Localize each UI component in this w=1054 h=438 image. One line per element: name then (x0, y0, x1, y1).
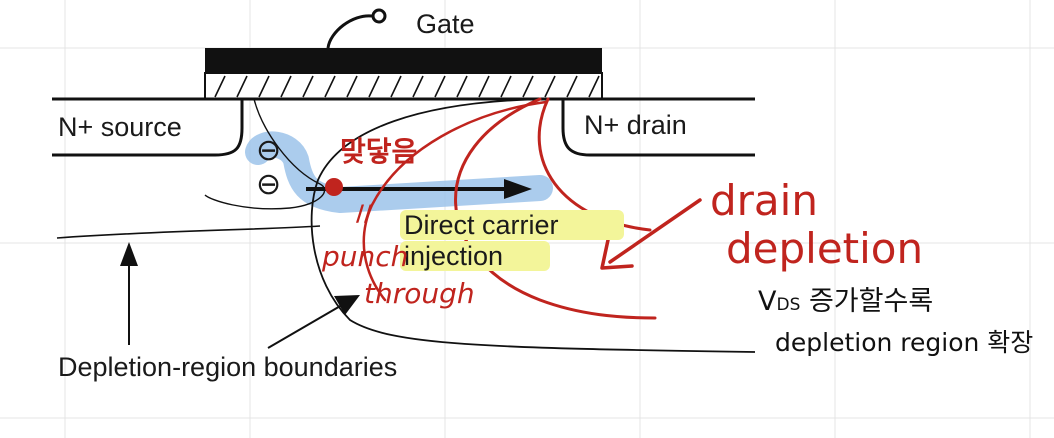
boundary-pointer-right (267, 304, 343, 349)
carrier-arrow-head (504, 179, 532, 199)
gate-wire (326, 14, 373, 49)
red-punchthrough-curve (362, 100, 548, 302)
vds-prefix: V (758, 286, 777, 317)
red-arrow-shaft (608, 198, 702, 264)
touch-note: 맞닿음 (340, 135, 418, 168)
carrier-path-highlight (245, 131, 553, 213)
vds-note: VDS 증가할수록 (758, 288, 933, 315)
source-label: N+ source (58, 112, 182, 142)
substrate-depletion-line (56, 225, 321, 239)
drain-depletion-note-line1: drain (710, 176, 818, 225)
source-region (52, 97, 244, 157)
vds-text: 증가할수록 (800, 286, 934, 317)
electron-symbol-1: ⊖ (256, 134, 282, 167)
electron-symbol-2: ⊖ (256, 168, 282, 201)
drain-label: N+ drain (584, 110, 687, 140)
gate-terminal (371, 8, 387, 24)
expand-note: depletion region 확장 (775, 328, 1034, 357)
carrier-label-highlight-2 (400, 241, 550, 271)
through-note: through (364, 277, 475, 310)
boundary-pointer-left-head (120, 242, 138, 266)
boundaries-label: Depletion-region boundaries (58, 352, 398, 382)
gate-label: Gate (416, 9, 475, 39)
punch-note: punch (322, 240, 409, 273)
red-drain-depletion-outer (454, 97, 657, 320)
red-annotations (362, 97, 702, 320)
vds-subscript: DS (776, 295, 801, 315)
punch-through-contact-dot (325, 178, 343, 196)
carrier-label-line2: injection (404, 241, 504, 271)
drain-depletion-boundary (310, 98, 756, 353)
source-depletion-boundary (204, 98, 326, 210)
red-arrow-head (600, 238, 634, 270)
drain-depletion-note-line2: depletion (726, 224, 924, 273)
equals-mark: // (356, 202, 373, 227)
boundary-pointer-right-head (334, 295, 360, 315)
carrier-label-highlight-1 (400, 210, 624, 240)
gate-electrode (204, 48, 603, 100)
carrier-label-line1: Direct carrier (404, 210, 559, 240)
